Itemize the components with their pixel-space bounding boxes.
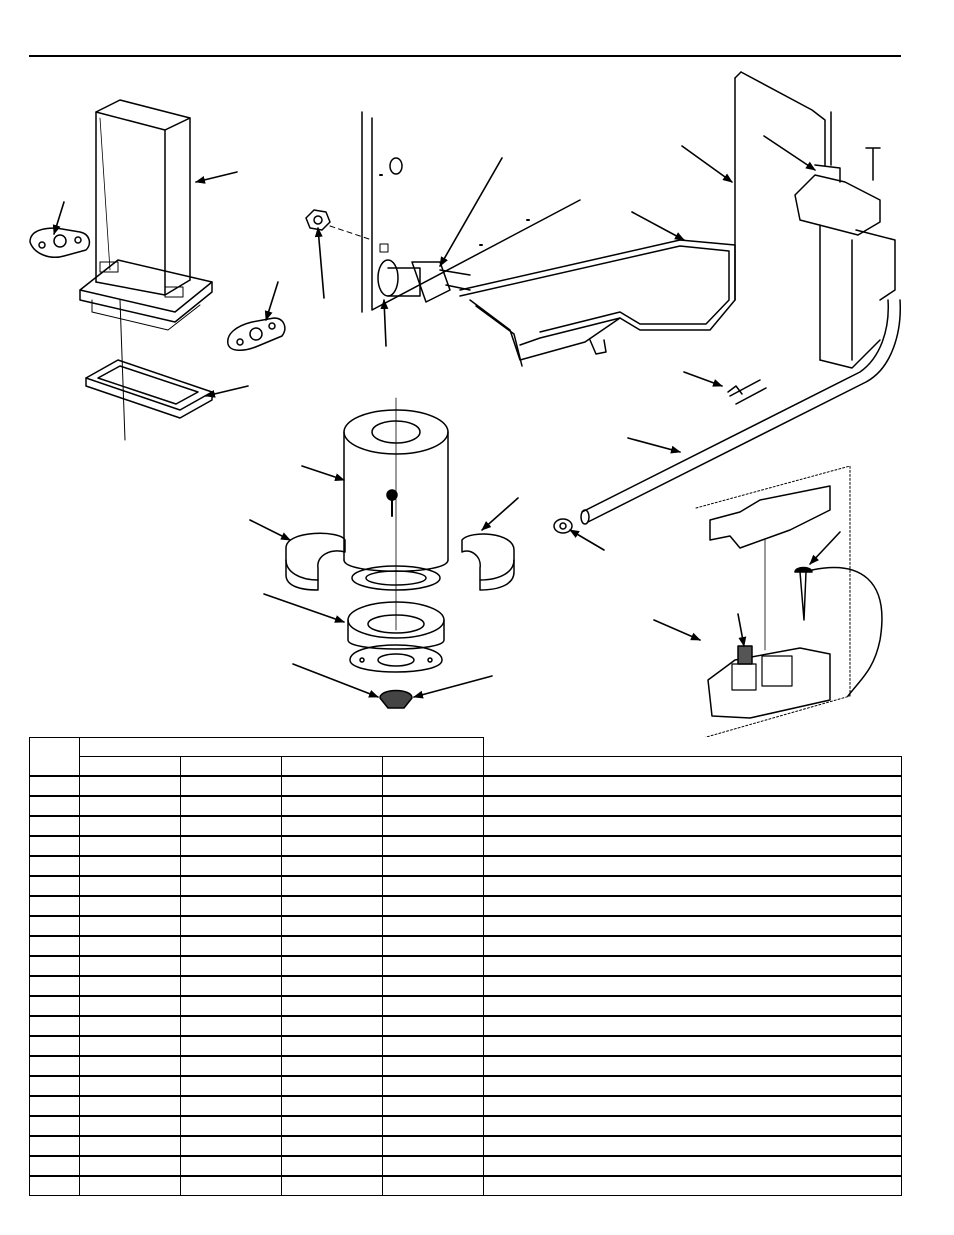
table-row [29, 795, 902, 817]
table-row [29, 815, 902, 837]
table-row [29, 1135, 902, 1157]
insulation-half-right [461, 533, 515, 591]
lock-nut [305, 209, 373, 241]
hopper-clip-right [227, 317, 286, 351]
table-header-row [29, 737, 902, 777]
header-cell-part-numbers [79, 737, 484, 757]
table-row [29, 1175, 902, 1196]
pilot-tube [469, 299, 621, 367]
orifice [553, 518, 573, 534]
table-row [29, 975, 902, 997]
table-row [29, 1055, 902, 1077]
combustion-chamber [343, 397, 449, 631]
parts-list-table [29, 737, 902, 1196]
control-module-inset [695, 465, 851, 737]
exploded-parts-diagram [29, 71, 901, 737]
burner-tube [580, 299, 901, 525]
header-cell-blank [483, 737, 902, 757]
header-cell-col1 [79, 756, 181, 777]
manifold-tube [459, 239, 736, 346]
table-row [29, 995, 902, 1017]
table-row [29, 1095, 902, 1117]
table-row [29, 1015, 902, 1037]
table-row [29, 1155, 902, 1177]
control-box [794, 147, 896, 369]
leader-arrows [52, 135, 841, 699]
table-row [29, 915, 902, 937]
header-cell-col3 [281, 756, 383, 777]
table-row [29, 775, 902, 797]
table-row [29, 1115, 902, 1137]
table-row [29, 935, 902, 957]
table-row [29, 1035, 902, 1057]
sensor-probe [794, 566, 883, 697]
top-rule [29, 55, 901, 57]
header-cell-description [483, 756, 902, 777]
thermocouple-tube [734, 71, 832, 301]
nozzle [379, 689, 413, 709]
table-row [29, 1075, 902, 1097]
header-cell-item [29, 737, 80, 777]
hopper-clip-left [29, 227, 91, 258]
hopper [79, 99, 213, 441]
table-row [29, 835, 902, 857]
burner-ring [347, 565, 445, 650]
table-row [29, 895, 902, 917]
table-row [29, 875, 902, 897]
table-row [29, 855, 902, 877]
cabinet-wall [361, 111, 581, 313]
header-cell-col2 [180, 756, 282, 777]
burner-base-plate [349, 644, 443, 673]
table-subheader-row [30, 756, 902, 777]
insulation-half-left [285, 532, 346, 591]
hopper-gasket [85, 359, 213, 419]
header-cell-col4 [382, 756, 484, 777]
table-row [29, 955, 902, 977]
